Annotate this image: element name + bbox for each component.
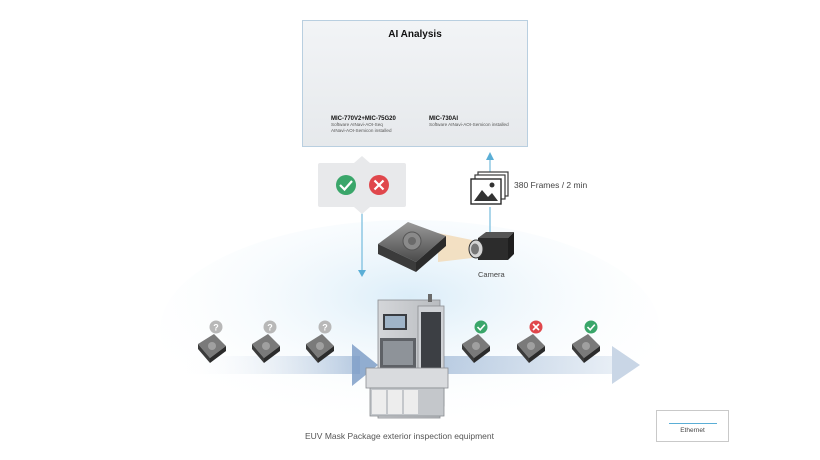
input-case-3	[306, 334, 334, 363]
svg-text:?: ?	[213, 323, 219, 333]
device-mic-730ai: MIC-730AI Software AINavi-AOI-Semicon in…	[429, 116, 509, 128]
euv-mask-case-imaged	[378, 222, 446, 272]
frames-rate-label: 380 Frames / 2 min	[514, 180, 588, 190]
camera-icon	[468, 232, 514, 260]
unknown-status-icon-1: ?	[209, 320, 223, 334]
inspection-machine	[365, 294, 449, 419]
input-case-2	[252, 334, 280, 363]
camera-label: Camera	[478, 270, 505, 279]
flow-arrow-right	[440, 346, 640, 384]
ethernet-legend-label: Ethernet	[680, 427, 705, 434]
device-software-line: Software AINavi-AOI-Semicon installed	[429, 122, 509, 127]
device-model-label: MIC-770V2+MIC-75G20	[331, 116, 396, 122]
ai-analysis-title: AI Analysis	[388, 29, 442, 40]
ng-status-x-icon	[529, 320, 543, 334]
legend: Ethernet	[656, 410, 729, 442]
image-stack-icon	[470, 171, 509, 205]
ok-status-check-icon-2	[584, 320, 598, 334]
ethernet-legend-line	[669, 423, 717, 424]
output-case-1	[462, 334, 490, 363]
output-case-2	[517, 334, 545, 363]
result-box-top-pointer	[354, 156, 370, 163]
svg-text:?: ?	[322, 323, 328, 333]
output-case-3	[572, 334, 600, 363]
device-software-line: AINavi-AOI-Semicon installed	[331, 128, 392, 133]
svg-text:?: ?	[267, 323, 273, 333]
result-ng-x-icon	[369, 175, 389, 195]
ok-status-check-icon-1	[474, 320, 488, 334]
unknown-status-icon-3: ?	[318, 320, 332, 334]
camera-beam	[438, 233, 472, 262]
device-mic-770v2: MIC-770V2+MIC-75G20 Software AINavi-AOI-…	[331, 116, 396, 134]
unknown-status-icon-2: ?	[263, 320, 277, 334]
device-software-line: Software AINavi-AOI-Seq	[331, 122, 383, 127]
device-model-label: MIC-730AI	[429, 116, 459, 122]
ai-analysis-panel: AI Analysis MIC-770V2+MIC-75G20 Software…	[302, 20, 528, 147]
result-box-pointer	[354, 207, 370, 214]
flow-arrow-left	[180, 344, 378, 386]
equipment-caption: EUV Mask Package exterior inspection equ…	[305, 431, 494, 441]
connector-result-to-machine	[358, 208, 366, 277]
input-case-1	[198, 334, 226, 363]
result-ok-check-icon	[336, 175, 356, 195]
